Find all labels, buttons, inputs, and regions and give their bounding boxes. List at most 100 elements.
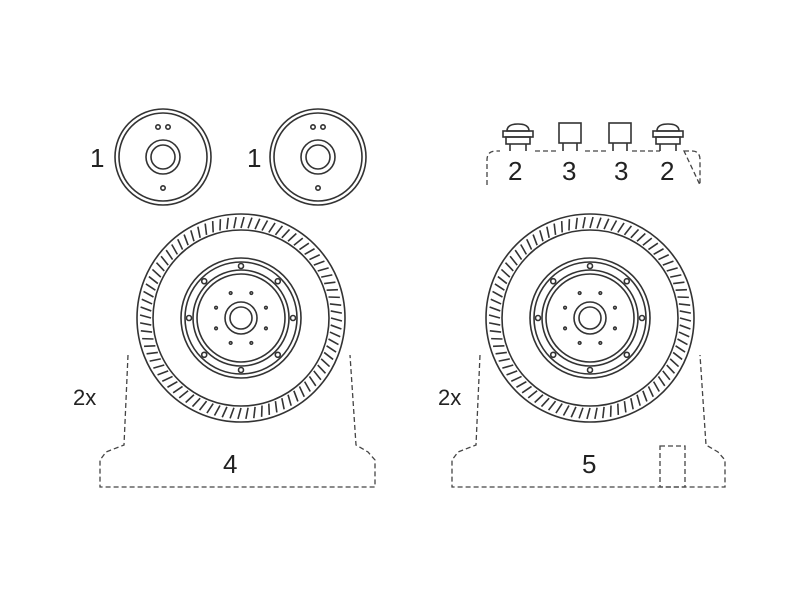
tread-mark <box>553 223 557 235</box>
tread-mark <box>673 281 685 285</box>
rim-outer <box>529 257 651 379</box>
part-label-1-left: 1 <box>90 143 104 173</box>
tread-mark <box>672 351 683 361</box>
tread-mark <box>596 217 602 229</box>
tread-mark <box>532 234 538 246</box>
part-label-2-right: 2 <box>660 156 674 186</box>
tread-mark <box>520 244 528 255</box>
tread-mark <box>324 281 336 285</box>
tread-mark <box>287 394 292 406</box>
tread-mark <box>677 338 688 346</box>
tread-mark <box>233 216 237 229</box>
lug-nut <box>598 340 603 346</box>
tread-mark <box>497 275 508 285</box>
hub-inner <box>229 306 253 330</box>
tread-mark <box>562 405 570 416</box>
tread-mark <box>151 268 162 278</box>
tread-mark <box>226 217 229 230</box>
rim-bolt <box>237 262 245 270</box>
tread-mark <box>177 238 184 250</box>
tread-mark <box>206 403 214 414</box>
tread-mark <box>309 254 321 261</box>
cap-hole <box>160 185 167 192</box>
tread-mark <box>317 364 327 374</box>
tread-mark <box>630 398 634 410</box>
tread-mark <box>582 216 586 229</box>
tread-mark <box>669 358 680 368</box>
part-label-3-right: 3 <box>614 156 628 186</box>
part-label-1-right: 1 <box>247 143 261 173</box>
tread-mark <box>139 314 152 319</box>
tread-mark <box>149 358 161 362</box>
cap-hole <box>165 124 172 131</box>
rim-disc-inner <box>196 273 286 363</box>
tyre-outer <box>136 213 346 423</box>
tread-mark <box>268 222 276 233</box>
tyre-outer <box>485 213 695 423</box>
hub <box>224 301 258 335</box>
rim-bolt <box>274 277 282 285</box>
cap-hub-inner <box>150 144 176 170</box>
rim-disc <box>541 269 639 367</box>
tread-mark <box>237 407 242 420</box>
tread-mark <box>281 398 285 410</box>
lug-nut <box>612 326 618 331</box>
tread-mark <box>560 221 563 233</box>
tread-mark <box>145 283 156 291</box>
lug-nut <box>213 305 219 310</box>
tread-mark <box>527 390 538 399</box>
tread-mark <box>211 221 214 233</box>
cap-hub <box>145 139 181 175</box>
tread-mark <box>221 406 228 418</box>
quantity-label-wheel-4: 2x <box>73 385 96 410</box>
tread-mark <box>623 225 633 236</box>
rim-bolt <box>623 277 631 285</box>
tread-mark <box>287 232 297 242</box>
tread-mark <box>326 345 337 353</box>
part-label-3-left: 3 <box>562 156 576 186</box>
lug-nut <box>213 326 219 331</box>
tread-mark <box>653 248 664 256</box>
tread-mark <box>330 310 343 314</box>
lug-nut <box>577 340 582 346</box>
tread-mark <box>488 314 501 319</box>
tread-mark <box>492 290 503 298</box>
tread-mark <box>141 298 153 305</box>
tread-mark <box>555 403 563 414</box>
part-label-4: 4 <box>223 449 237 479</box>
tread-mark <box>546 226 550 238</box>
rim-bolt <box>185 314 193 322</box>
tread-mark <box>489 306 501 312</box>
rim-bolt <box>586 262 594 270</box>
wheel-5-sprue-outline <box>451 354 726 488</box>
tread-mark <box>321 274 333 278</box>
tread-mark <box>678 331 690 338</box>
tread-mark <box>526 238 533 250</box>
tread-mark <box>586 407 591 420</box>
tread-mark <box>570 406 577 418</box>
tread-mark <box>178 390 189 399</box>
tread-mark <box>304 248 315 256</box>
tread-mark <box>662 260 674 266</box>
tread-mark <box>254 218 261 230</box>
tread-mark <box>153 364 165 369</box>
tread-mark <box>313 260 325 266</box>
rim-bolt <box>274 351 282 359</box>
tread-mark <box>317 267 329 272</box>
cap-hub <box>300 139 336 175</box>
wheel-part-5 <box>485 213 695 423</box>
tread-mark <box>498 358 510 362</box>
quantity-label-wheel-5: 2x <box>438 385 461 410</box>
hub-cap-part-1-right <box>269 108 367 206</box>
tread-mark <box>540 397 550 408</box>
tread-mark <box>326 288 338 291</box>
tread-mark <box>493 345 505 348</box>
tread-mark <box>662 370 671 381</box>
part-2-left-shape <box>502 123 534 151</box>
tread-mark <box>191 397 201 408</box>
tread-mark <box>198 400 208 411</box>
tread-mark <box>510 375 522 382</box>
tread-mark <box>636 394 641 406</box>
tread-mark <box>293 390 299 402</box>
